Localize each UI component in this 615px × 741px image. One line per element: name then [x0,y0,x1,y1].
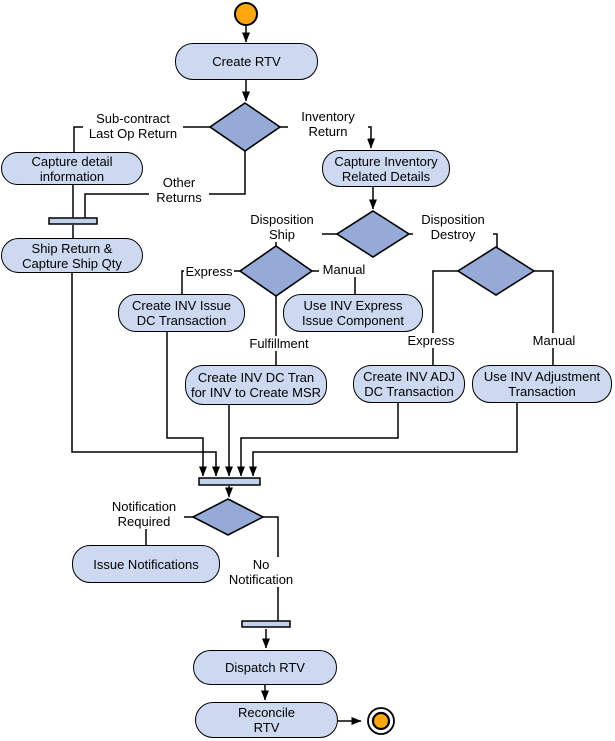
start-node-icon [234,2,258,26]
activity-ship-return-capture-ship-qty: Ship Return & Capture Ship Qty [1,238,143,273]
disposition-decision-diamond [335,210,411,258]
ship-method-decision-diamond [238,245,314,297]
edge-label-notification-required: Notification Required [104,499,184,529]
activity-create-inv-dc-tran-for-msr: Create INV DC Tran for INV to Create MSR [185,365,327,405]
activity-issue-notifications: Issue Notifications [72,545,220,583]
edge-ship-return-to-join [71,273,220,477]
edge-create-inv-issue-to-join [166,332,207,477]
edge-label-disposition-ship: Disposition Ship [242,212,322,242]
activity-create-inv-issue-dc-transaction: Create INV Issue DC Transaction [118,294,245,332]
end-node-icon [371,711,391,731]
join-bar-bottom [241,620,291,628]
activity-create-rtv: Create RTV [175,43,318,80]
join-bar-middle [198,477,261,486]
edge-label-disposition-destroy: Disposition Destroy [413,212,493,242]
edge-destroy-express-to-create-inv-adj [432,270,458,365]
activity-use-inv-express-issue-component: Use INV Express Issue Component [283,294,423,332]
edge-label-destroy-manual: Manual [529,333,579,348]
activity-create-inv-adj-dc-transaction: Create INV ADJ DC Transaction [353,365,465,403]
edge-label-ship-express: Express [184,264,234,279]
activity-reconcile-rtv: Reconcile RTV [195,702,338,738]
return-type-decision-diamond [208,102,282,152]
edge-label-ship-manual: Manual [319,262,369,277]
notification-decision-diamond [191,498,265,536]
destroy-method-decision-diamond [456,246,536,296]
activity-capture-inventory-related-details: Capture Inventory Related Details [322,150,450,187]
edge-create-inv-adj-to-join [237,403,399,477]
edge-label-other-returns: Other Returns [149,175,209,205]
edge-label-no-notification: No Notification [221,557,301,587]
edge-label-fulfillment: Fulfillment [244,336,314,351]
activity-capture-detail-information: Capture detail information [1,152,143,185]
edge-label-sub-contract-last-op-return: Sub-contract Last Op Return [83,111,183,141]
fork-bar-top [48,217,98,225]
edge-destroy-manual-to-use-inv-adjustment [534,270,554,365]
edge-label-inventory-return: Inventory Return [288,109,368,139]
activity-use-inv-adjustment-transaction: Use INV Adjustment Transaction [472,365,612,403]
edge-label-destroy-express: Express [406,333,456,348]
activity-dispatch-rtv: Dispatch RTV [193,650,337,685]
edge-use-inv-adjustment-to-join [249,403,518,477]
